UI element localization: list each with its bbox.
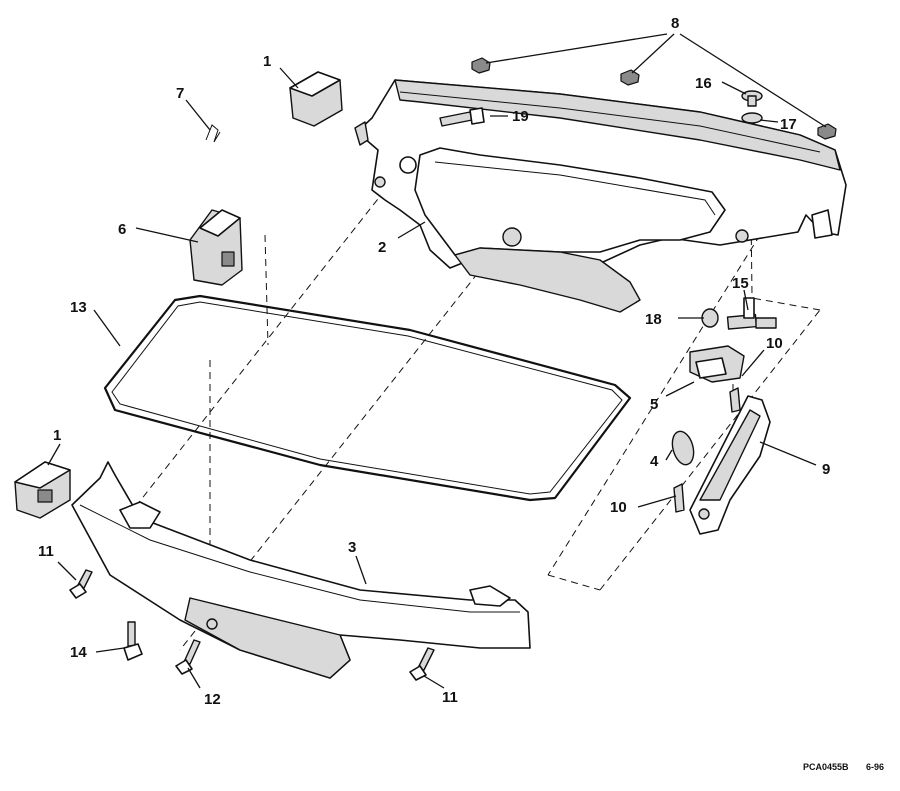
upper-cowl-part-2 bbox=[354, 79, 847, 313]
figure-code: PCA0455B bbox=[803, 762, 849, 772]
screw-part-19 bbox=[439, 107, 485, 127]
washer-part-18 bbox=[701, 308, 719, 328]
callout-1-upper: 1 bbox=[263, 53, 271, 70]
screw-part-10-upper bbox=[729, 387, 741, 413]
callout-7: 7 bbox=[176, 85, 184, 102]
date-code: 6-96 bbox=[866, 762, 884, 772]
callout-12: 12 bbox=[204, 691, 221, 708]
plug-part-4 bbox=[671, 430, 695, 466]
callout-10-upper: 10 bbox=[766, 335, 783, 352]
screw-part-10-lower bbox=[673, 483, 685, 513]
callout-15: 15 bbox=[732, 275, 749, 292]
valve-part-15 bbox=[726, 297, 777, 330]
block-part-1-upper bbox=[289, 71, 343, 127]
callout-13: 13 bbox=[70, 299, 87, 316]
block-part-1-lower bbox=[14, 461, 71, 519]
callout-8: 8 bbox=[671, 15, 679, 32]
callout-17: 17 bbox=[780, 116, 797, 133]
latch-part-6 bbox=[189, 209, 243, 286]
callout-10-lower: 10 bbox=[610, 499, 627, 516]
callout-14: 14 bbox=[70, 644, 87, 661]
nuts-part-8 bbox=[471, 57, 837, 140]
callout-11-right: 11 bbox=[442, 689, 458, 706]
callout-18: 18 bbox=[645, 311, 662, 328]
rail-part-9 bbox=[689, 395, 771, 535]
lower-cowl-part-3 bbox=[71, 461, 531, 679]
callout-6: 6 bbox=[118, 221, 126, 238]
seal-part-13 bbox=[103, 294, 632, 502]
callout-5: 5 bbox=[650, 396, 658, 413]
callout-2: 2 bbox=[378, 239, 386, 256]
callout-9: 9 bbox=[822, 461, 830, 478]
washer-part-17 bbox=[741, 112, 763, 124]
nut-right bbox=[817, 123, 837, 140]
screw-part-11-left bbox=[69, 569, 93, 599]
screw-part-12 bbox=[175, 639, 201, 675]
callout-19: 19 bbox=[512, 108, 529, 125]
callout-11-left: 11 bbox=[38, 543, 54, 560]
leader-lines bbox=[47, 33, 827, 689]
nut-left bbox=[471, 57, 491, 74]
screw-part-16 bbox=[741, 90, 763, 107]
nut-middle bbox=[620, 69, 640, 86]
callout-16: 16 bbox=[695, 75, 712, 92]
callout-1-lower: 1 bbox=[53, 427, 61, 444]
callout-4: 4 bbox=[650, 453, 659, 470]
callout-labels: 8 1 7 19 16 17 2 6 13 15 18 10 5 4 9 10 … bbox=[38, 15, 830, 708]
screw-part-14 bbox=[123, 621, 143, 661]
screw-part-11-right bbox=[409, 647, 435, 681]
callout-3: 3 bbox=[348, 539, 356, 556]
bracket-part-5 bbox=[689, 345, 745, 383]
